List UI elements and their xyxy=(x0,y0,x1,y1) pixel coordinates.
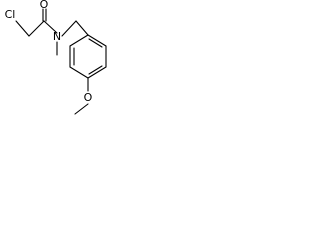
carbonyl-nitrogen-bond xyxy=(43,20,58,34)
nitrogen-benzyl-bond xyxy=(61,20,77,37)
ring-bond-6 xyxy=(69,34,89,47)
ch2-carbonyl-bond xyxy=(28,20,45,37)
carbonyl-oxygen-label: O xyxy=(40,0,49,11)
methoxy-oxygen-label: O xyxy=(84,91,93,104)
ring-bond-1 xyxy=(87,34,107,47)
ring-bond-4 xyxy=(69,66,89,79)
ring-bond-3 xyxy=(87,66,107,79)
amide-nitrogen-label: N xyxy=(53,30,61,43)
ring-inner-double-bond-2 xyxy=(88,65,103,75)
ring-inner-double-bond-1 xyxy=(88,38,103,48)
benzyl-ring-bond xyxy=(75,20,89,36)
chemical-structure-diagram: Cl O N O xyxy=(5,0,107,115)
chlorine-label: Cl xyxy=(5,8,16,21)
oxygen-methyl-bond xyxy=(74,103,89,115)
cl-ch2-bond xyxy=(15,20,30,37)
